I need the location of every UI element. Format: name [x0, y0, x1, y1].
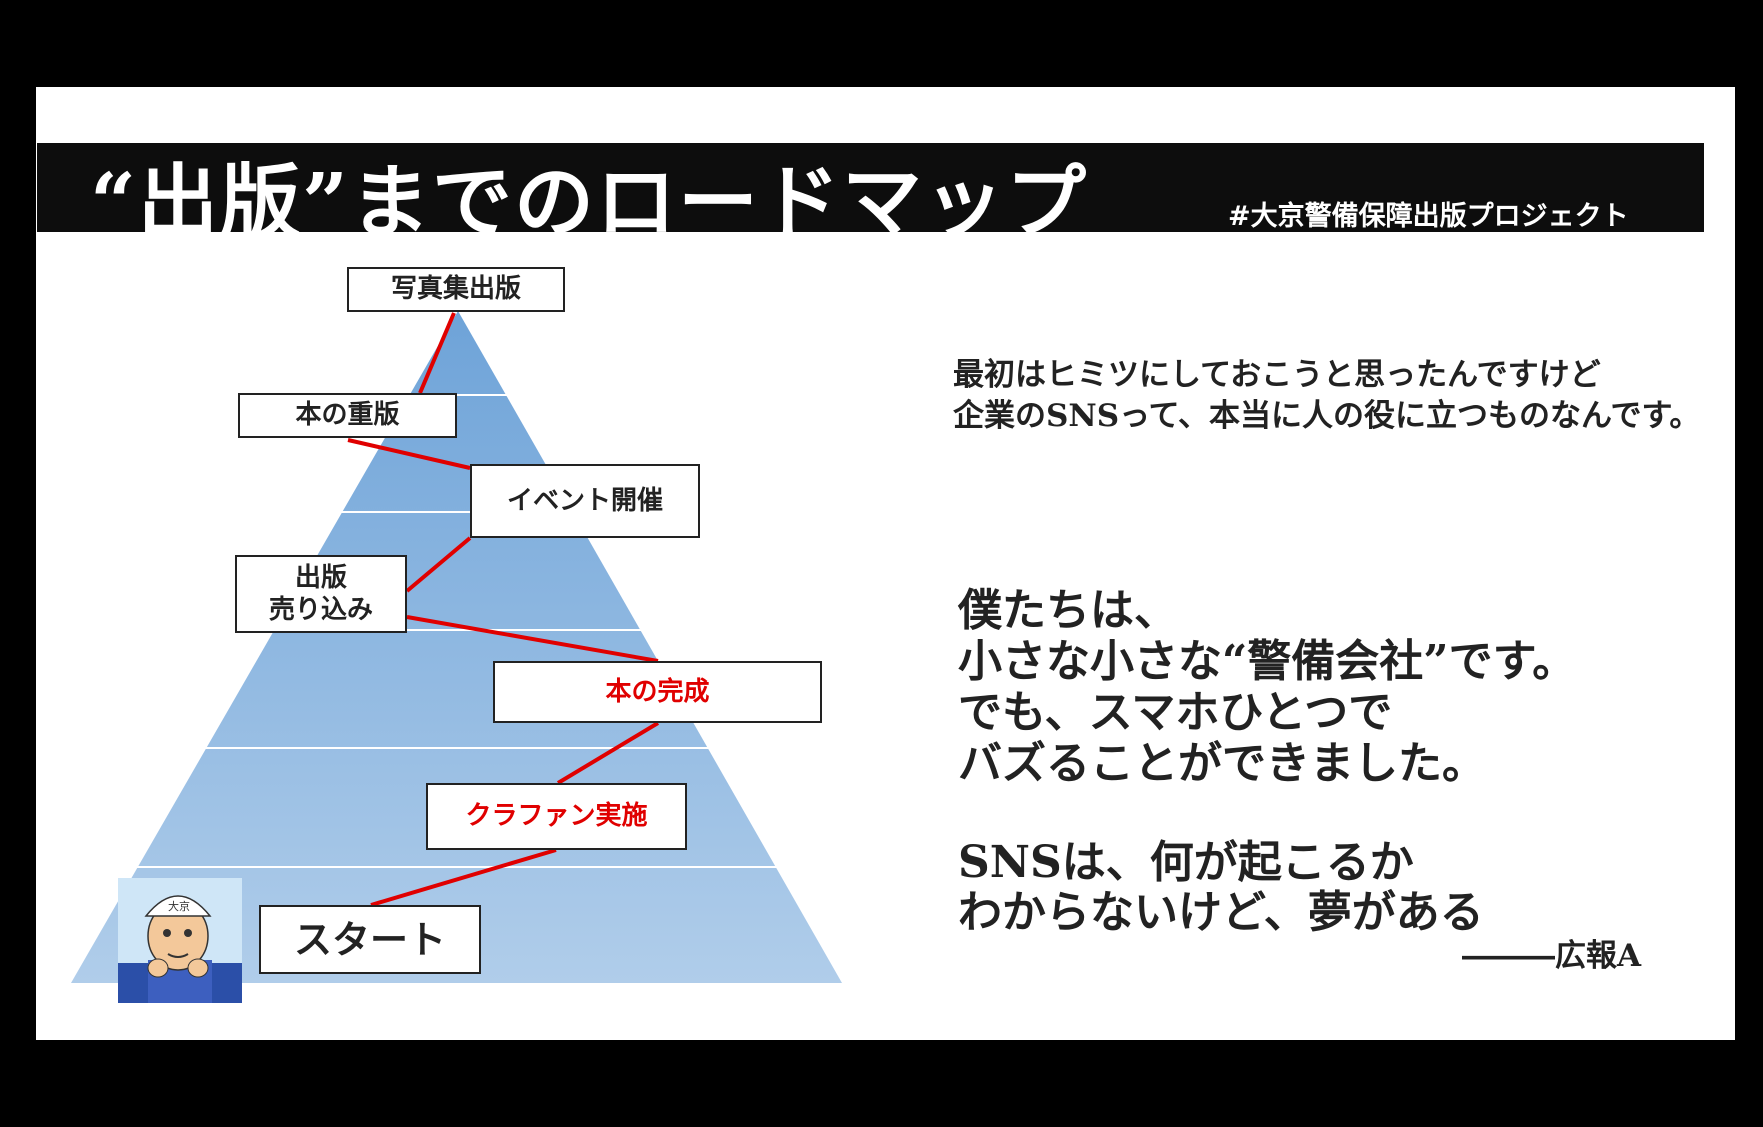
- message-line: バズることができました。: [958, 738, 1486, 789]
- step-event: イベント開催: [470, 464, 700, 538]
- closing-line: SNSは、何が起こるか: [958, 837, 1414, 888]
- step-pitch: 出版 売り込み: [235, 555, 407, 633]
- closing-line: わからないけど、夢がある: [958, 887, 1484, 938]
- mascot-image: 大京: [118, 878, 242, 1003]
- message-line: 小さな小さな“警備会社”です。: [958, 636, 1577, 687]
- step-start: スタート: [259, 905, 481, 974]
- message-text: 僕たちは、 小さな小さな“警備会社”です。 でも、スマホひとつで バズることがで…: [958, 585, 1576, 789]
- page-title: “出版”までのロードマップ: [90, 155, 1089, 249]
- message-line: でも、スマホひとつで: [958, 687, 1393, 738]
- closing-text: SNSは、何が起こるか わからないけど、夢がある: [958, 838, 1484, 938]
- intro-line: 最初はヒミツにしておこうと思ったんですけど: [953, 357, 1601, 393]
- step-reprint: 本の重版: [238, 393, 457, 438]
- step-book-complete: 本の完成: [493, 661, 822, 723]
- intro-line: 企業のSNSって、本当に人の役に立つものなんです。: [953, 398, 1701, 434]
- title-bar: [37, 143, 1704, 232]
- roadmap-connectors: [347, 312, 660, 907]
- step-crowdfunding: クラファン実施: [426, 783, 687, 850]
- intro-text: 最初はヒミツにしておこうと思ったんですけど 企業のSNSって、本当に人の役に立つ…: [953, 355, 1700, 437]
- signature: ―――広報A: [1462, 938, 1642, 974]
- svg-text:大京: 大京: [168, 899, 190, 913]
- project-hashtag: #大京警備保障出版プロジェクト: [1228, 201, 1629, 232]
- step-photobook: 写真集出版: [347, 267, 565, 312]
- message-line: 僕たちは、: [958, 585, 1178, 636]
